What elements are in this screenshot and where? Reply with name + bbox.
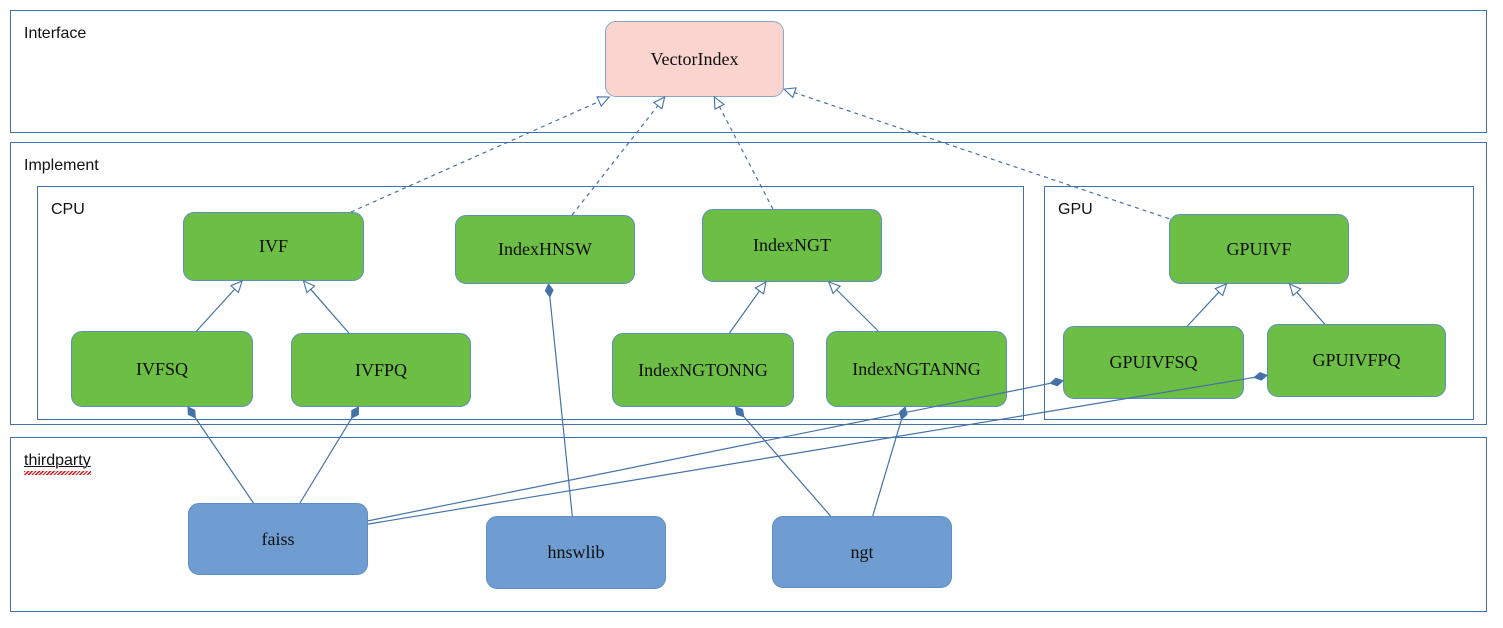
node-vectorindex[interactable]: VectorIndex: [605, 21, 784, 97]
group-label-interface: Interface: [24, 25, 87, 42]
node-indexngtanng[interactable]: IndexNGTANNG: [826, 331, 1007, 407]
node-label-ivfpq: IVFPQ: [354, 359, 407, 380]
group-label-cpu: CPU: [51, 201, 85, 218]
node-ivfpq[interactable]: IVFPQ: [291, 333, 471, 407]
node-label-vectorindex: VectorIndex: [650, 48, 739, 69]
group-box-gpu: [1044, 186, 1474, 420]
node-ivfsq[interactable]: IVFSQ: [71, 331, 253, 407]
group-label-implement: Implement: [24, 157, 99, 174]
node-label-ivfsq: IVFSQ: [135, 358, 188, 379]
node-faiss[interactable]: faiss: [188, 503, 368, 575]
spellcheck-squiggle-icon: [24, 471, 91, 475]
node-ngt[interactable]: ngt: [772, 516, 952, 588]
node-indexhnsw[interactable]: IndexHNSW: [455, 215, 635, 284]
node-label-indexngt: IndexNGT: [753, 235, 831, 255]
node-label-hnswlib: hnswlib: [547, 542, 605, 562]
node-label-indexngtonng: IndexNGTONNG: [638, 359, 768, 380]
node-ivf[interactable]: IVF: [183, 212, 364, 281]
node-indexngtonng[interactable]: IndexNGTONNG: [612, 333, 794, 407]
node-label-indexhnsw: IndexHNSW: [498, 239, 592, 259]
node-label-ngt: ngt: [850, 541, 874, 562]
node-label-gpuivf: GPUIVF: [1226, 238, 1292, 259]
node-label-ivf: IVF: [258, 236, 288, 256]
node-label-gpuivfpq: GPUIVFPQ: [1312, 350, 1401, 370]
node-gpuivf[interactable]: GPUIVF: [1169, 214, 1349, 284]
node-hnswlib[interactable]: hnswlib: [486, 516, 666, 589]
node-gpuivfsq[interactable]: GPUIVFSQ: [1063, 326, 1244, 399]
group-label-gpu: GPU: [1058, 201, 1093, 218]
node-label-faiss: faiss: [261, 528, 295, 549]
group-label-thirdparty: thirdparty: [24, 453, 91, 475]
node-gpuivfpq[interactable]: GPUIVFPQ: [1267, 324, 1446, 397]
node-label-indexngtanng: IndexNGTANNG: [852, 358, 981, 379]
node-indexngt[interactable]: IndexNGT: [702, 209, 882, 282]
node-label-gpuivfsq: GPUIVFSQ: [1109, 352, 1198, 372]
